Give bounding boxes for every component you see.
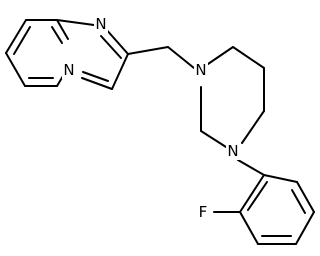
bond	[56, 19, 95, 26]
atom-n-bridgehead: N	[62, 61, 76, 79]
bond	[232, 46, 265, 69]
bond	[241, 110, 265, 144]
bond	[104, 27, 129, 55]
atom-n-piperazine-top: N	[194, 61, 208, 79]
atom-label-n: N	[195, 61, 206, 79]
bond	[81, 77, 113, 90]
bond	[13, 26, 31, 55]
bond	[127, 46, 169, 55]
atom-label-n: N	[227, 142, 238, 160]
bond	[296, 181, 315, 213]
bond	[247, 181, 268, 211]
atom-label-n: N	[63, 61, 74, 79]
atom-fluorine: F	[196, 203, 210, 221]
bond	[239, 174, 265, 213]
bond	[207, 46, 234, 65]
bond	[291, 189, 306, 214]
atom-label-layer: N N N N F	[62, 15, 240, 221]
bond	[295, 211, 315, 245]
bond	[200, 130, 227, 148]
bond	[111, 53, 129, 90]
bond	[56, 19, 69, 40]
bond	[5, 52, 26, 87]
bond	[51, 26, 63, 44]
bond	[82, 71, 109, 82]
bond-layer	[5, 19, 315, 245]
bond	[239, 211, 259, 245]
bond	[100, 35, 122, 59]
bond	[167, 46, 195, 69]
atom-label-n: N	[95, 15, 106, 33]
bond	[263, 174, 298, 183]
atom-n-imidazole: N	[94, 15, 108, 33]
bond	[237, 159, 265, 176]
atom-n-piperazine-bottom: N	[226, 142, 240, 160]
atom-label-f: F	[199, 203, 208, 221]
bond	[5, 19, 27, 54]
